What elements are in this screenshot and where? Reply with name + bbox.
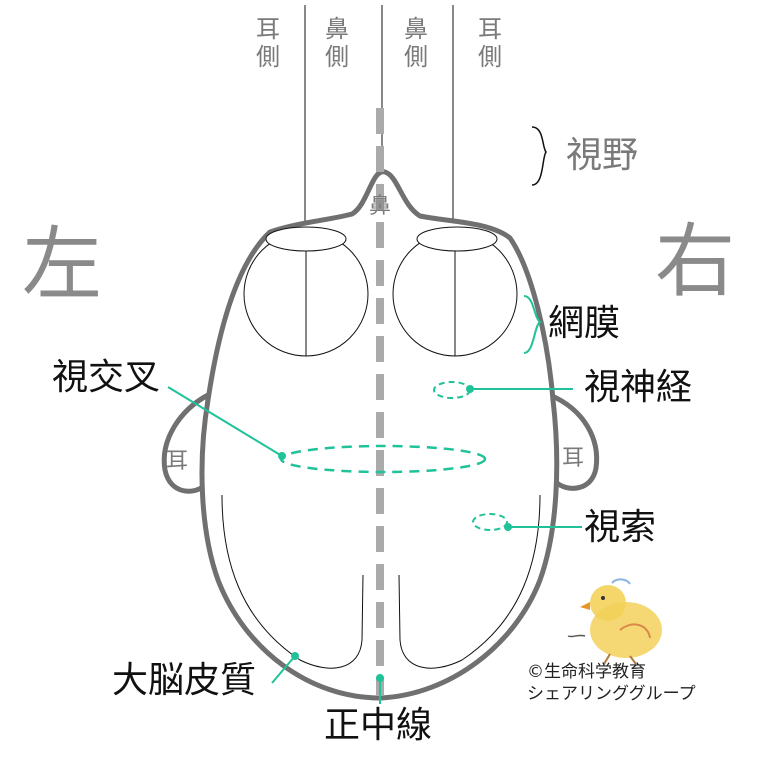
credit-line-1: ©生命科学教育 [527,664,646,681]
cortex-dot [291,652,299,660]
visual-field-brace [532,127,546,185]
credit-line-2: シェアリンググループ [527,686,696,703]
label-retina: 網膜 [548,306,620,342]
label-optic-chiasm: 視交叉 [52,360,160,396]
label-ear-side-left: 耳側 [254,15,282,71]
label-midline: 正中線 [324,708,432,744]
left-eye-lens [266,227,346,251]
label-ear-side-right: 耳側 [476,15,504,71]
label-ear-right: 耳 [562,448,584,470]
label-left-side: 左 [22,225,102,305]
label-nose-side-left: 鼻側 [323,15,351,71]
label-visual-field: 視野 [566,138,638,174]
optic-chiasm-dot [278,452,286,460]
label-nose-side-right: 鼻側 [402,15,430,71]
label-ear-left: 耳 [166,451,188,473]
label-right-side: 右 [655,222,735,302]
optic-nerve-dot [466,385,474,393]
midline-dot [376,674,384,682]
label-optic-nerve: 視神経 [584,370,692,406]
label-optic-tract: 視索 [584,510,656,546]
optic-tract-dot [504,523,512,531]
chick-illustration [568,579,662,664]
label-nose: 鼻 [369,196,391,218]
label-cerebral-cortex: 大脳皮質 [112,663,256,699]
right-eye-lens [417,227,497,251]
